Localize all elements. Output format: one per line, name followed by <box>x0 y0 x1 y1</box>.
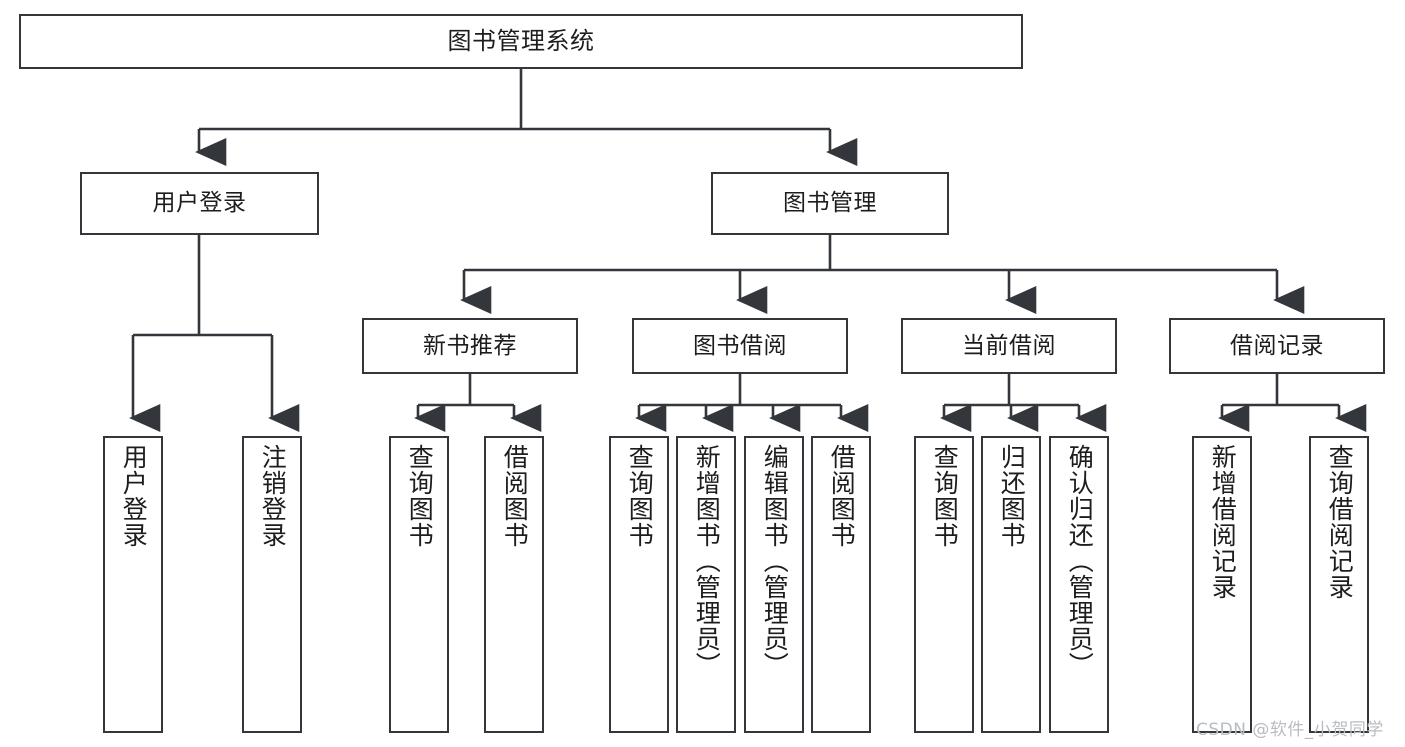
node-leaf-confirm-return-label: 确认归还（管理员） <box>1065 444 1095 678</box>
node-leaf-borrow-book-2-label: 借阅图书 <box>827 444 857 548</box>
node-leaf-query-book-3-label: 查询图书 <box>930 444 960 548</box>
node-leaf-query-record[interactable]: 查询借阅记录 <box>1309 436 1369 733</box>
node-leaf-query-record-label: 查询借阅记录 <box>1325 444 1355 600</box>
node-new-book-recommend-label: 新书推荐 <box>423 332 517 359</box>
node-leaf-add-record[interactable]: 新增借阅记录 <box>1192 436 1252 733</box>
node-borrow-record[interactable]: 借阅记录 <box>1169 318 1385 374</box>
node-leaf-borrow-book-1[interactable]: 借阅图书 <box>484 436 544 733</box>
node-leaf-return-book[interactable]: 归还图书 <box>981 436 1041 733</box>
node-book-borrow-label: 图书借阅 <box>693 332 787 359</box>
node-borrow-record-label: 借阅记录 <box>1230 332 1324 359</box>
node-user-login-label: 用户登录 <box>152 190 247 217</box>
node-leaf-add-book-label: 新增图书（管理员） <box>692 444 722 678</box>
node-user-login[interactable]: 用户登录 <box>80 172 319 235</box>
node-leaf-logout-label: 注销登录 <box>258 444 288 548</box>
node-current-borrow-label: 当前借阅 <box>962 332 1056 359</box>
node-leaf-return-book-label: 归还图书 <box>997 444 1027 548</box>
node-book-manage-label: 图书管理 <box>783 190 877 217</box>
node-leaf-user-login[interactable]: 用户登录 <box>103 436 163 733</box>
node-leaf-query-book-3[interactable]: 查询图书 <box>914 436 974 733</box>
node-leaf-add-record-label: 新增借阅记录 <box>1208 444 1238 600</box>
node-leaf-edit-book-label: 编辑图书（管理员） <box>760 444 790 678</box>
node-new-book-recommend[interactable]: 新书推荐 <box>362 318 578 374</box>
node-leaf-confirm-return[interactable]: 确认归还（管理员） <box>1049 436 1109 733</box>
node-leaf-logout[interactable]: 注销登录 <box>242 436 302 733</box>
node-book-manage[interactable]: 图书管理 <box>711 172 949 235</box>
node-current-borrow[interactable]: 当前借阅 <box>901 318 1117 374</box>
node-leaf-borrow-book-2[interactable]: 借阅图书 <box>811 436 871 733</box>
node-leaf-query-book-1-label: 查询图书 <box>405 444 435 548</box>
node-book-borrow[interactable]: 图书借阅 <box>632 318 848 374</box>
node-root-label: 图书管理系统 <box>447 26 595 55</box>
node-leaf-borrow-book-1-label: 借阅图书 <box>500 444 530 548</box>
node-leaf-query-book-2-label: 查询图书 <box>625 444 655 548</box>
csdn-watermark: CSDN @软件_小贺同学 <box>1196 720 1384 740</box>
node-leaf-add-book[interactable]: 新增图书（管理员） <box>676 436 736 733</box>
node-leaf-query-book-1[interactable]: 查询图书 <box>389 436 449 733</box>
node-leaf-query-book-2[interactable]: 查询图书 <box>609 436 669 733</box>
node-leaf-user-login-label: 用户登录 <box>119 444 149 548</box>
node-root[interactable]: 图书管理系统 <box>19 14 1023 69</box>
node-leaf-edit-book[interactable]: 编辑图书（管理员） <box>744 436 804 733</box>
